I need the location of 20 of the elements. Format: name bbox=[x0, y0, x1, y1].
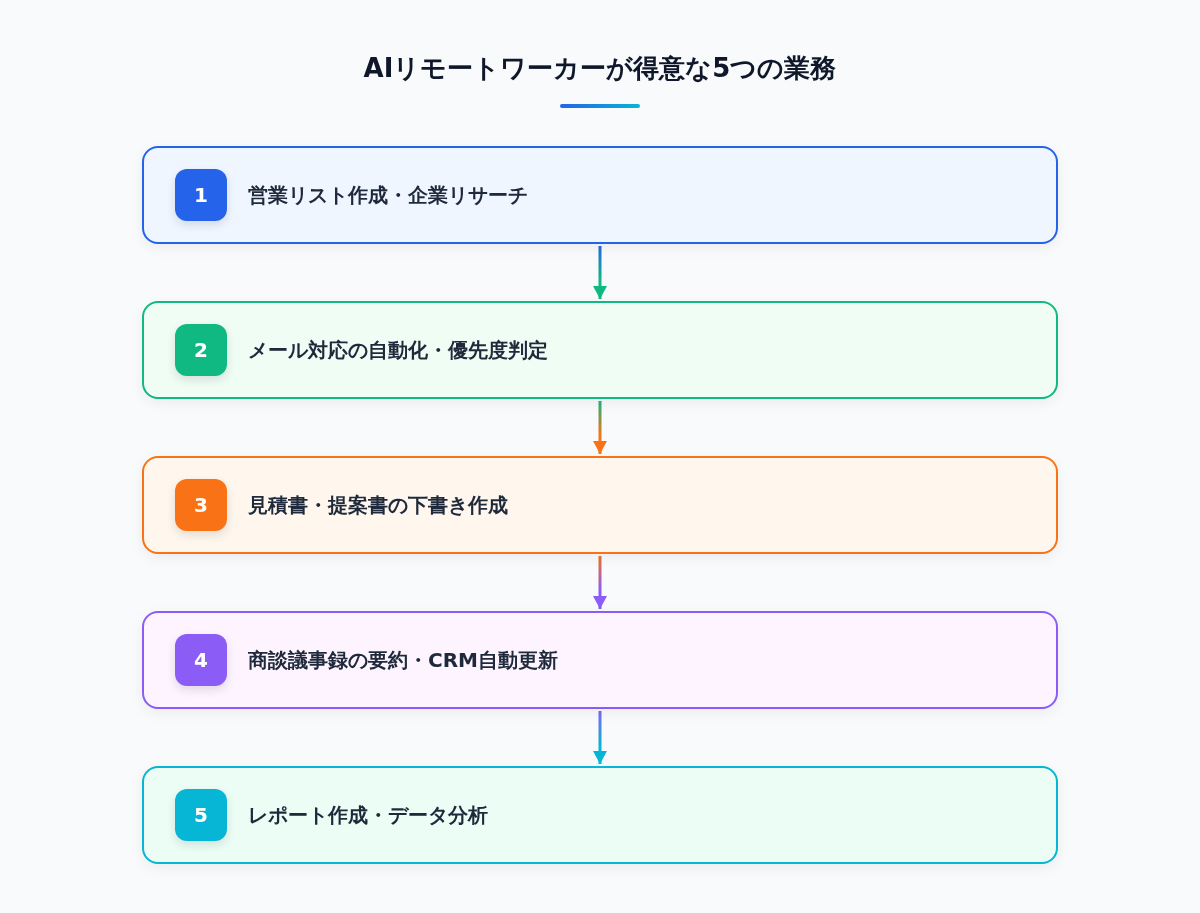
step-box bbox=[142, 766, 1058, 864]
step-label: 営業リスト作成・企業リサーチ bbox=[248, 181, 528, 209]
arrow bbox=[593, 401, 607, 454]
step-label: 見積書・提案書の下書き作成 bbox=[248, 491, 508, 519]
arrow bbox=[593, 556, 607, 609]
number-badge: 1 bbox=[175, 169, 227, 221]
number-badge: 5 bbox=[175, 789, 227, 841]
number-badge: 2 bbox=[175, 324, 227, 376]
number-badge: 4 bbox=[175, 634, 227, 686]
step-label: レポート作成・データ分析 bbox=[248, 801, 488, 829]
step-label: メール対応の自動化・優先度判定 bbox=[248, 336, 548, 364]
step-box bbox=[142, 301, 1058, 399]
arrow bbox=[593, 246, 607, 299]
diagram-title: AIリモートワーカーが得意な5つの業務 bbox=[363, 53, 837, 83]
step-box bbox=[142, 611, 1058, 709]
step-box bbox=[142, 146, 1058, 244]
step-label: 商談議事録の要約・CRM自動更新 bbox=[248, 646, 558, 674]
arrow bbox=[593, 711, 607, 764]
step-box bbox=[142, 456, 1058, 554]
number-badge: 3 bbox=[175, 479, 227, 531]
